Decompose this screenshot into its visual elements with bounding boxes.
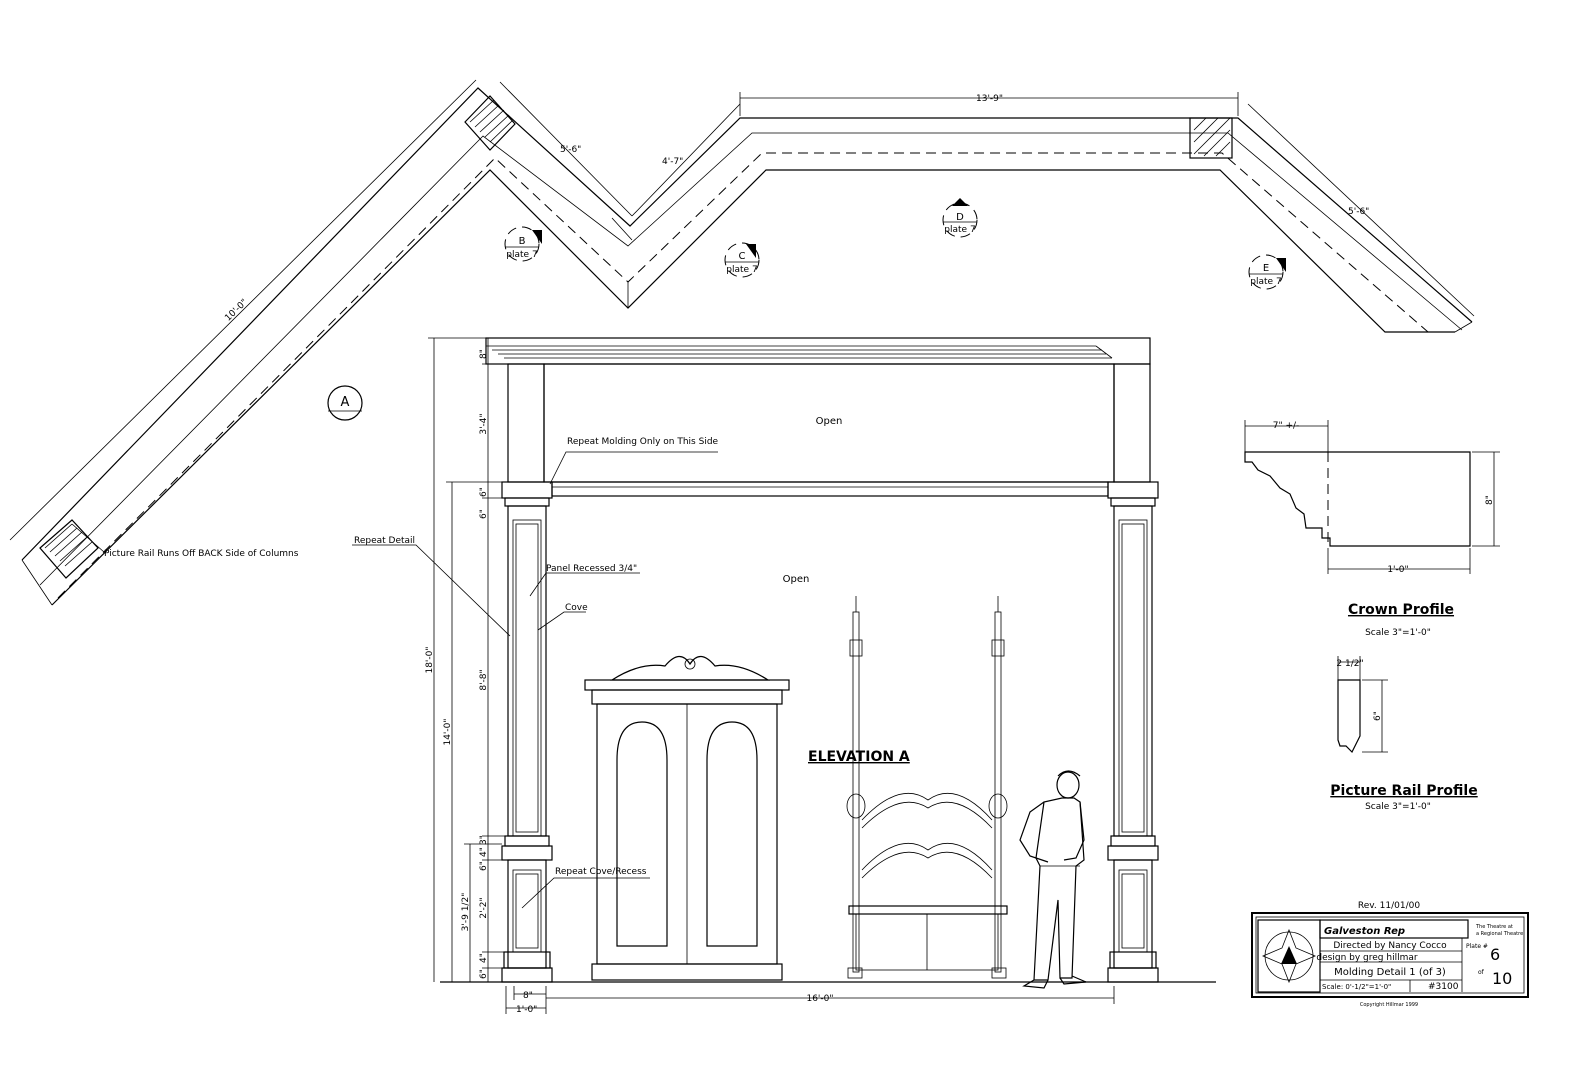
note-repeat-detail: Repeat Detail	[354, 536, 415, 546]
elevation-title: ELEVATION A	[808, 749, 910, 765]
dim-s2: 4"	[479, 847, 489, 857]
rail-dim-top: 2 1/2"	[1336, 659, 1363, 669]
scale-note: Scale: 0'-1/2"=1'-0"	[1322, 983, 1391, 991]
dim-cap: 6"	[479, 487, 489, 497]
rev-label: Rev. 11/01/00	[1358, 901, 1420, 911]
marker-d-sub: plate 7	[944, 225, 975, 235]
marker-a: A	[327, 385, 363, 421]
marker-c-sub: plate 7	[726, 265, 757, 275]
plan-dim-c: 4'-7"	[662, 157, 683, 167]
note-cove: Cove	[565, 603, 588, 613]
rail-profile-scale: Scale 3"=1'-0"	[1365, 802, 1431, 812]
plan-dim-top: 13'-9"	[976, 94, 1003, 104]
dim-panel: 2'-2"	[479, 897, 489, 918]
armoire	[584, 655, 790, 981]
plan-inner-edge	[51, 169, 1455, 606]
crown-dim-bottom: 1'-0"	[1387, 565, 1408, 575]
plan-note-picture-rail: Picture Rail Runs Off BACK Side of Colum…	[104, 549, 299, 559]
plan-rail-line	[39, 132, 1463, 586]
marker-b-sub: plate 7	[506, 250, 537, 260]
marker-d: D plate 7	[942, 198, 978, 238]
open-upper-label: Open	[816, 416, 843, 427]
sheet-title: Molding Detail 1 (of 3)	[1334, 967, 1446, 978]
plan-dim-left: 10'-0"	[223, 298, 249, 324]
theatre-line-1: The Theatre at	[1475, 924, 1513, 930]
dim-col-outer: 1'-0"	[516, 1005, 537, 1015]
plate-number: 6	[1490, 945, 1500, 964]
marker-d-id: D	[956, 212, 964, 223]
note-repeat-molding: Repeat Molding Only on This Side	[567, 437, 719, 447]
plan-dashed-line	[57, 152, 1429, 599]
plan-column-peak	[464, 95, 516, 151]
marker-e-sub: plate 7	[1250, 277, 1281, 287]
crown-profile-scale: Scale 3"=1'-0"	[1365, 628, 1431, 638]
marker-e: E plate 7	[1248, 254, 1286, 290]
marker-c: C plate 7	[724, 242, 760, 278]
crown-profile: 7" +/- 8" 1'-0" Crown Profile Scale 3"=1…	[1244, 420, 1500, 638]
dim-col-inner: 8"	[523, 991, 533, 1001]
open-lower-label: Open	[783, 574, 810, 585]
plan-dim-right: 5'-6"	[1348, 207, 1369, 217]
directed-by: Directed by Nancy Cocco	[1333, 941, 1447, 951]
marker-c-id: C	[739, 251, 746, 262]
plan-view: 10'-0" 5'-6" 4'-7" 13'-9" 5'-6" Picture …	[9, 79, 1475, 606]
dim-s4: 4"	[479, 953, 489, 963]
drawing-number: #3100	[1428, 982, 1459, 992]
title-block: Rev. 11/01/00 Galveston Rep The Theatre …	[1251, 901, 1529, 1008]
dim-base-group: 3'-9 1/2"	[461, 893, 471, 932]
crown-dim-side: 8"	[1485, 495, 1495, 505]
plan-column-left	[39, 519, 99, 579]
elevation-a: Open Open ELEVATION A Repeat Molding Onl…	[352, 337, 1216, 1015]
theatre-line-2: a Regional Theatre	[1476, 931, 1523, 937]
union-logo	[1261, 928, 1317, 984]
human-figure	[1019, 770, 1087, 989]
crown-molding	[485, 337, 1151, 365]
crown-dim-top: 7" +/-	[1273, 421, 1300, 431]
plate-total: 10	[1492, 969, 1512, 988]
plan-column-right	[1189, 117, 1233, 159]
dim-plinth: 6"	[479, 969, 489, 979]
picture-rail-beam	[551, 481, 1109, 497]
dim-s3: 6"	[479, 861, 489, 871]
bed	[846, 596, 1008, 979]
marker-b-id: B	[519, 236, 526, 247]
of-label: of	[1478, 969, 1485, 976]
picture-rail-profile: 2 1/2" 6" Picture Rail Profile Scale 3"=…	[1330, 656, 1478, 812]
dim-s1: 3"	[479, 835, 489, 845]
column-left	[501, 363, 553, 983]
note-panel-recessed: Panel Recessed 3/4"	[546, 564, 637, 574]
marker-e-id: E	[1263, 263, 1269, 274]
dim-height-to-cap: 14'-0"	[443, 718, 453, 745]
rail-profile-title: Picture Rail Profile	[1330, 783, 1477, 799]
column-right	[1107, 363, 1159, 983]
dim-crown: 8"	[479, 349, 489, 359]
plan-outer-edge	[21, 87, 1473, 561]
dim-overall-height: 18'-0"	[425, 646, 435, 673]
marker-a-id: A	[341, 395, 350, 410]
dim-span: 16'-0"	[806, 994, 833, 1004]
designer: design by greg hillmar	[1316, 953, 1417, 963]
rail-dim-side: 6"	[1373, 711, 1383, 721]
dim-shaft: 8'-8"	[479, 669, 489, 690]
marker-b: B plate 7	[504, 226, 542, 262]
plate-label: Plate #	[1466, 943, 1488, 950]
note-repeat-cove: Repeat Cove/Recess	[555, 867, 647, 877]
copyright: Copyright Hillmar 1999	[1360, 1002, 1418, 1008]
dim-frieze: 3'-4"	[479, 413, 489, 434]
dim-cap2: 6"	[479, 509, 489, 519]
crown-profile-title: Crown Profile	[1348, 602, 1454, 618]
plan-dim-b: 5'-6"	[560, 145, 581, 155]
show-title: Galveston Rep	[1324, 926, 1405, 937]
